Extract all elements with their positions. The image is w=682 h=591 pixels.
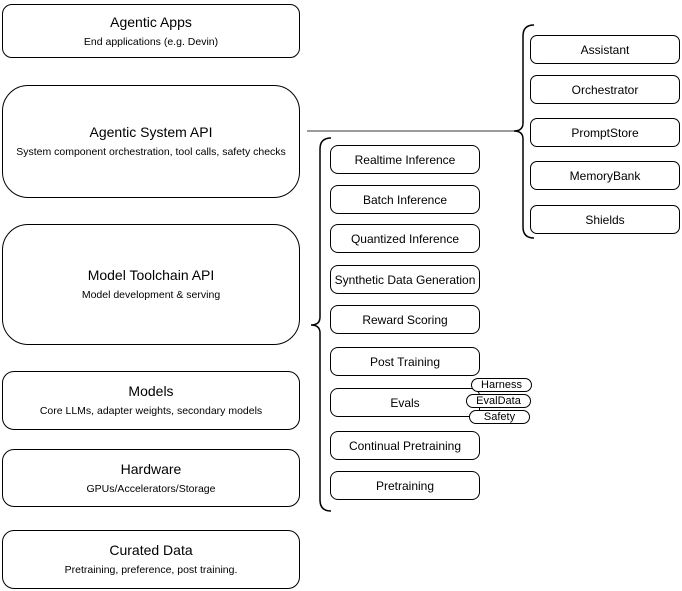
node-shields: Shields (530, 205, 680, 234)
toolchain-brace (310, 137, 332, 512)
node-title: Curated Data (109, 542, 193, 559)
node-curated-data: Curated Data Pretraining, preference, po… (2, 530, 300, 589)
tag-safety: Safety (469, 410, 530, 424)
node-model-toolchain-api: Model Toolchain API Model development & … (2, 224, 300, 345)
node-post-training: Post Training (330, 347, 480, 376)
node-models: Models Core LLMs, adapter weights, secon… (2, 371, 300, 430)
node-agentic-system-api: Agentic System API System component orch… (2, 85, 300, 198)
node-title: Models (128, 383, 174, 400)
node-synthetic-data-generation: Synthetic Data Generation (330, 265, 480, 294)
node-subtitle: GPUs/Accelerators/Storage (86, 482, 216, 495)
node-memorybank: MemoryBank (530, 161, 680, 190)
node-subtitle: System component orchestration, tool cal… (16, 146, 286, 159)
node-title: Agentic System API (89, 124, 213, 141)
node-reward-scoring: Reward Scoring (330, 305, 480, 334)
node-orchestrator: Orchestrator (530, 75, 680, 104)
node-subtitle: Core LLMs, adapter weights, secondary mo… (39, 405, 263, 418)
node-agentic-apps: Agentic Apps End applications (e.g. Devi… (2, 4, 300, 58)
node-title: Hardware (120, 460, 182, 477)
tag-evaldata: EvalData (466, 394, 531, 408)
node-subtitle: Pretraining, preference, post training. (64, 564, 238, 577)
node-continual-pretraining: Continual Pretraining (330, 431, 480, 460)
node-hardware: Hardware GPUs/Accelerators/Storage (2, 449, 300, 507)
node-title: Agentic Apps (110, 13, 192, 30)
node-quantized-inference: Quantized Inference (330, 224, 480, 253)
node-evals: Evals (330, 388, 480, 417)
node-batch-inference: Batch Inference (330, 185, 480, 214)
node-assistant: Assistant (530, 35, 680, 64)
node-title: Model Toolchain API (87, 267, 215, 284)
node-promptstore: PromptStore (530, 118, 680, 147)
node-pretraining: Pretraining (330, 471, 480, 500)
tag-harness: Harness (471, 378, 532, 392)
node-subtitle: End applications (e.g. Devin) (83, 35, 219, 48)
node-realtime-inference: Realtime Inference (330, 145, 480, 174)
node-subtitle: Model development & serving (81, 289, 221, 302)
